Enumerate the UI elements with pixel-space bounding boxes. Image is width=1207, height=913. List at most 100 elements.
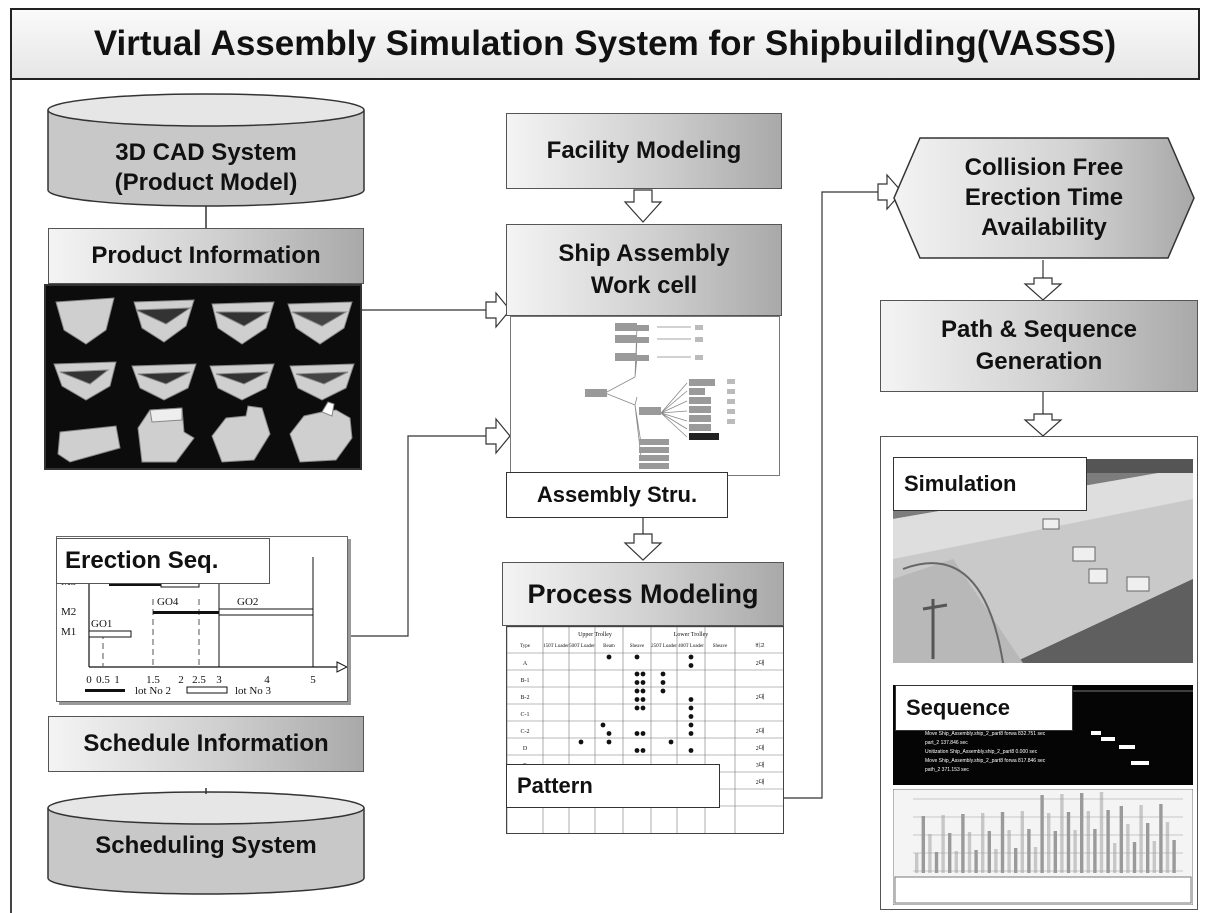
simulation-text: Simulation: [904, 471, 1017, 496]
pattern-col-header: Sheave: [630, 644, 645, 649]
scheduling-system-text: Scheduling System: [95, 832, 317, 859]
pattern-col-header: Beam: [603, 644, 615, 649]
pattern-dot: [640, 705, 646, 711]
path-line1: Path & Sequence: [940, 316, 1138, 343]
pattern-group-header: Upper Trolley: [578, 632, 612, 638]
process-modeling-label: Process Modeling: [527, 578, 759, 609]
gantt-row-label: M2: [61, 606, 76, 618]
resource-bar: [1066, 812, 1071, 873]
resource-bar: [1099, 792, 1104, 873]
gantt-tick-label: 2.5: [192, 674, 206, 686]
sequence-row[interactable]: Move Ship_Assembly.ship_2_part8 forwa 83…: [925, 731, 1046, 737]
pattern-row-type: A: [523, 661, 528, 667]
resource-bar: [915, 853, 919, 873]
resource-bar: [941, 815, 945, 873]
resource-bar: [967, 832, 972, 873]
resource-bar: [1126, 824, 1130, 873]
pattern-dot: [668, 739, 674, 745]
gantt-row-label: M1: [61, 626, 76, 638]
pattern-dot: [600, 722, 606, 728]
gantt-task-label: GO2: [237, 596, 258, 608]
gantt-legend-label: lot No 3: [235, 685, 272, 697]
gantt-legend-label: lot No 2: [135, 685, 171, 697]
sequence-text: Sequence: [906, 695, 1010, 720]
resource-bar: [1172, 840, 1176, 873]
pattern-row-note: 2대: [756, 659, 765, 667]
gantt-task-label: GO4: [157, 596, 179, 608]
pattern-row-type: C-1: [521, 712, 530, 718]
pattern-label: Pattern: [506, 764, 720, 808]
sequence-label: Sequence: [895, 685, 1073, 731]
pattern-dot: [688, 705, 694, 711]
product-information-box: Product Information: [48, 228, 364, 284]
pattern-col-header: 500T Loader: [569, 644, 595, 649]
resource-bar: [1060, 794, 1064, 873]
pattern-row-type: D: [523, 746, 528, 752]
arrow-down-path: [1023, 277, 1063, 301]
pattern-dot: [688, 722, 694, 728]
page-title: Virtual Assembly Simulation System for S…: [93, 24, 1117, 63]
pattern-row-type: C-2: [521, 729, 530, 735]
resource-bar: [954, 851, 958, 873]
resource-bar: [1080, 793, 1084, 873]
pattern-dot: [634, 671, 640, 677]
sequence-row[interactable]: Move Ship_Assembly.ship_2_part8 forwa 81…: [925, 758, 1046, 764]
cad-system-line2: (Product Model): [114, 169, 298, 196]
path-sequence-box: Path & Sequence Generation: [880, 300, 1198, 392]
sequence-row[interactable]: path_2 371.153 sec: [925, 767, 969, 773]
simulation-label: Simulation: [893, 457, 1087, 511]
collision-hexagon: [893, 137, 1195, 259]
pattern-dot: [634, 731, 640, 736]
resource-bar: [1047, 813, 1051, 873]
resource-bar: [1139, 805, 1143, 873]
product-information-label: Product Information: [91, 242, 321, 269]
scheduling-system-label: Scheduling System: [48, 820, 364, 872]
resource-bar: [974, 850, 978, 873]
pattern-dot: [660, 680, 666, 685]
left-border-line: [10, 80, 12, 913]
pattern-dot: [634, 688, 640, 694]
resource-bar: [1152, 841, 1156, 873]
resource-bar: [934, 852, 939, 873]
pattern-dot: [640, 748, 646, 753]
pattern-dot: [634, 654, 640, 660]
arrow-down-facility: [623, 189, 663, 223]
sequence-row[interactable]: Unitization Ship_Assembly.ship_2_part8 0…: [925, 749, 1038, 755]
gantt-task-label: GO1: [91, 618, 112, 630]
erection-seq-label: Erection Seq.: [56, 538, 270, 584]
pattern-dot: [640, 671, 646, 677]
pattern-dot: [660, 671, 666, 677]
resource-bar: [1159, 804, 1163, 873]
pattern-dot: [688, 714, 694, 719]
pattern-row-note: 2대: [756, 727, 765, 735]
pattern-dot: [606, 739, 612, 745]
gantt-tick-label: 0.5: [96, 674, 110, 686]
pattern-dot: [688, 663, 694, 668]
sequence-row[interactable]: part_2 137.846 sec: [925, 740, 968, 746]
resource-bar: [921, 816, 925, 873]
resource-bar: [1093, 829, 1097, 873]
resource-bar: [1040, 795, 1044, 873]
pattern-row-note: 2대: [756, 744, 765, 752]
resource-bar: [1053, 831, 1057, 873]
assembly-stru-label: Assembly Stru.: [506, 472, 728, 518]
pattern-col-header: 400T Loader: [678, 644, 704, 649]
pattern-dot: [640, 697, 646, 702]
resource-bar: [1073, 830, 1077, 873]
product-blocks-image: [44, 284, 362, 470]
resource-bar: [1113, 843, 1117, 873]
gantt-tick-label: 3: [216, 674, 222, 686]
pattern-row-note: 2대: [756, 778, 765, 786]
ship-blocks-render: [53, 297, 355, 463]
resource-bar: [1119, 806, 1123, 873]
arrow-to-workcell-1: [485, 291, 511, 329]
pattern-dot: [688, 748, 694, 753]
scheduling-system-cylinder: [47, 791, 365, 895]
cad-system-line1: 3D CAD System: [115, 139, 297, 166]
pattern-dot: [578, 739, 584, 745]
pattern-dot: [606, 731, 612, 736]
process-modeling-box: Process Modeling: [502, 562, 784, 626]
sequence-timeline: [1071, 690, 1193, 765]
